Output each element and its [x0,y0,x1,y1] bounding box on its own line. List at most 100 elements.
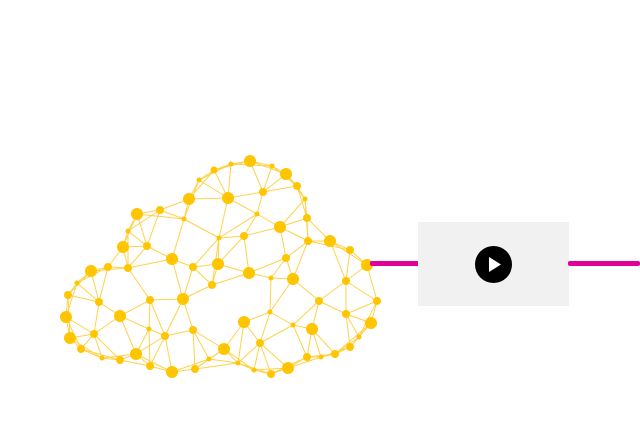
network-edge [334,322,372,355]
network-edge [164,298,184,337]
network-node [146,296,154,304]
network-edge [259,311,271,344]
network-node [196,177,202,183]
network-edge [76,282,100,303]
network-edge [93,301,100,335]
network-node [342,277,350,285]
network-node [293,182,301,190]
network-edge [259,342,289,369]
network-node [365,317,377,329]
network-node [64,291,72,299]
network-edge [345,313,360,338]
network-edge [164,335,173,373]
network-edge [218,197,229,239]
network-node [324,235,336,247]
network-node [143,242,151,250]
network-node [259,188,267,196]
network-edge [237,342,261,364]
network-edge [80,348,121,361]
network-node [238,316,250,328]
network-edge [171,258,184,300]
network-edge [292,324,308,358]
network-node [318,354,324,360]
network-edge [237,321,245,364]
network-edge [345,300,378,315]
network-node [146,362,154,370]
network-edge [259,324,294,344]
network-edge [67,294,100,303]
network-node [267,309,273,315]
network-node [282,254,290,262]
network-edge [243,235,250,274]
network-node [64,332,76,344]
network-node [189,326,197,334]
network-node [181,216,187,222]
network-node [303,214,311,222]
network-node [156,206,164,214]
network-node [77,345,85,353]
network-edge [270,257,287,279]
video-player[interactable] [418,222,569,306]
network-node [85,265,97,277]
network-node [303,353,311,361]
network-node [315,297,323,305]
network-edge [127,209,161,232]
network-node [304,237,312,245]
network-edge [119,315,137,355]
network-node [287,273,299,285]
network-edge [164,329,194,337]
network-edge [135,353,173,373]
network-node [131,208,143,220]
network-edge [292,240,309,280]
network-node [267,370,275,378]
network-edge [127,245,148,269]
network-edge [345,249,351,282]
network-edge [366,264,378,302]
network-node [183,193,195,205]
network-node [302,196,308,202]
network-node [124,264,132,272]
network-node [90,330,98,338]
network-edge [345,280,378,302]
network-edge [292,300,320,326]
network-edge [192,237,220,268]
network-edge [262,165,273,193]
network-edge [211,272,250,286]
network-edge [159,209,185,220]
network-edge [183,218,220,239]
network-edge [285,240,309,259]
network-edge [218,213,258,239]
network-node [166,253,178,265]
play-button[interactable] [475,246,512,283]
network-edge [329,240,347,282]
network-node [228,161,234,167]
network-edge [253,342,261,371]
network-node [306,323,318,335]
network-edge [98,266,109,303]
network-edge [188,197,229,200]
network-node [116,356,124,364]
network-node [346,343,354,351]
network-node [189,263,197,271]
network-node [235,360,241,366]
network-node [177,293,189,305]
network-edge [148,328,151,367]
network-node [117,241,129,253]
network-node [342,310,350,318]
network-node [243,267,255,279]
play-icon [489,257,501,272]
network-node [161,332,169,340]
network-edge [318,280,347,302]
network-node [210,166,218,174]
network-node [212,258,224,270]
connector-line-left [370,261,420,266]
network-node [274,221,286,233]
network-edge [248,257,287,274]
network-edge [136,213,185,220]
network-edge [192,266,213,286]
connector-line-right [568,261,640,266]
network-node [222,192,234,204]
network-node [373,297,381,305]
network-node [146,326,152,332]
